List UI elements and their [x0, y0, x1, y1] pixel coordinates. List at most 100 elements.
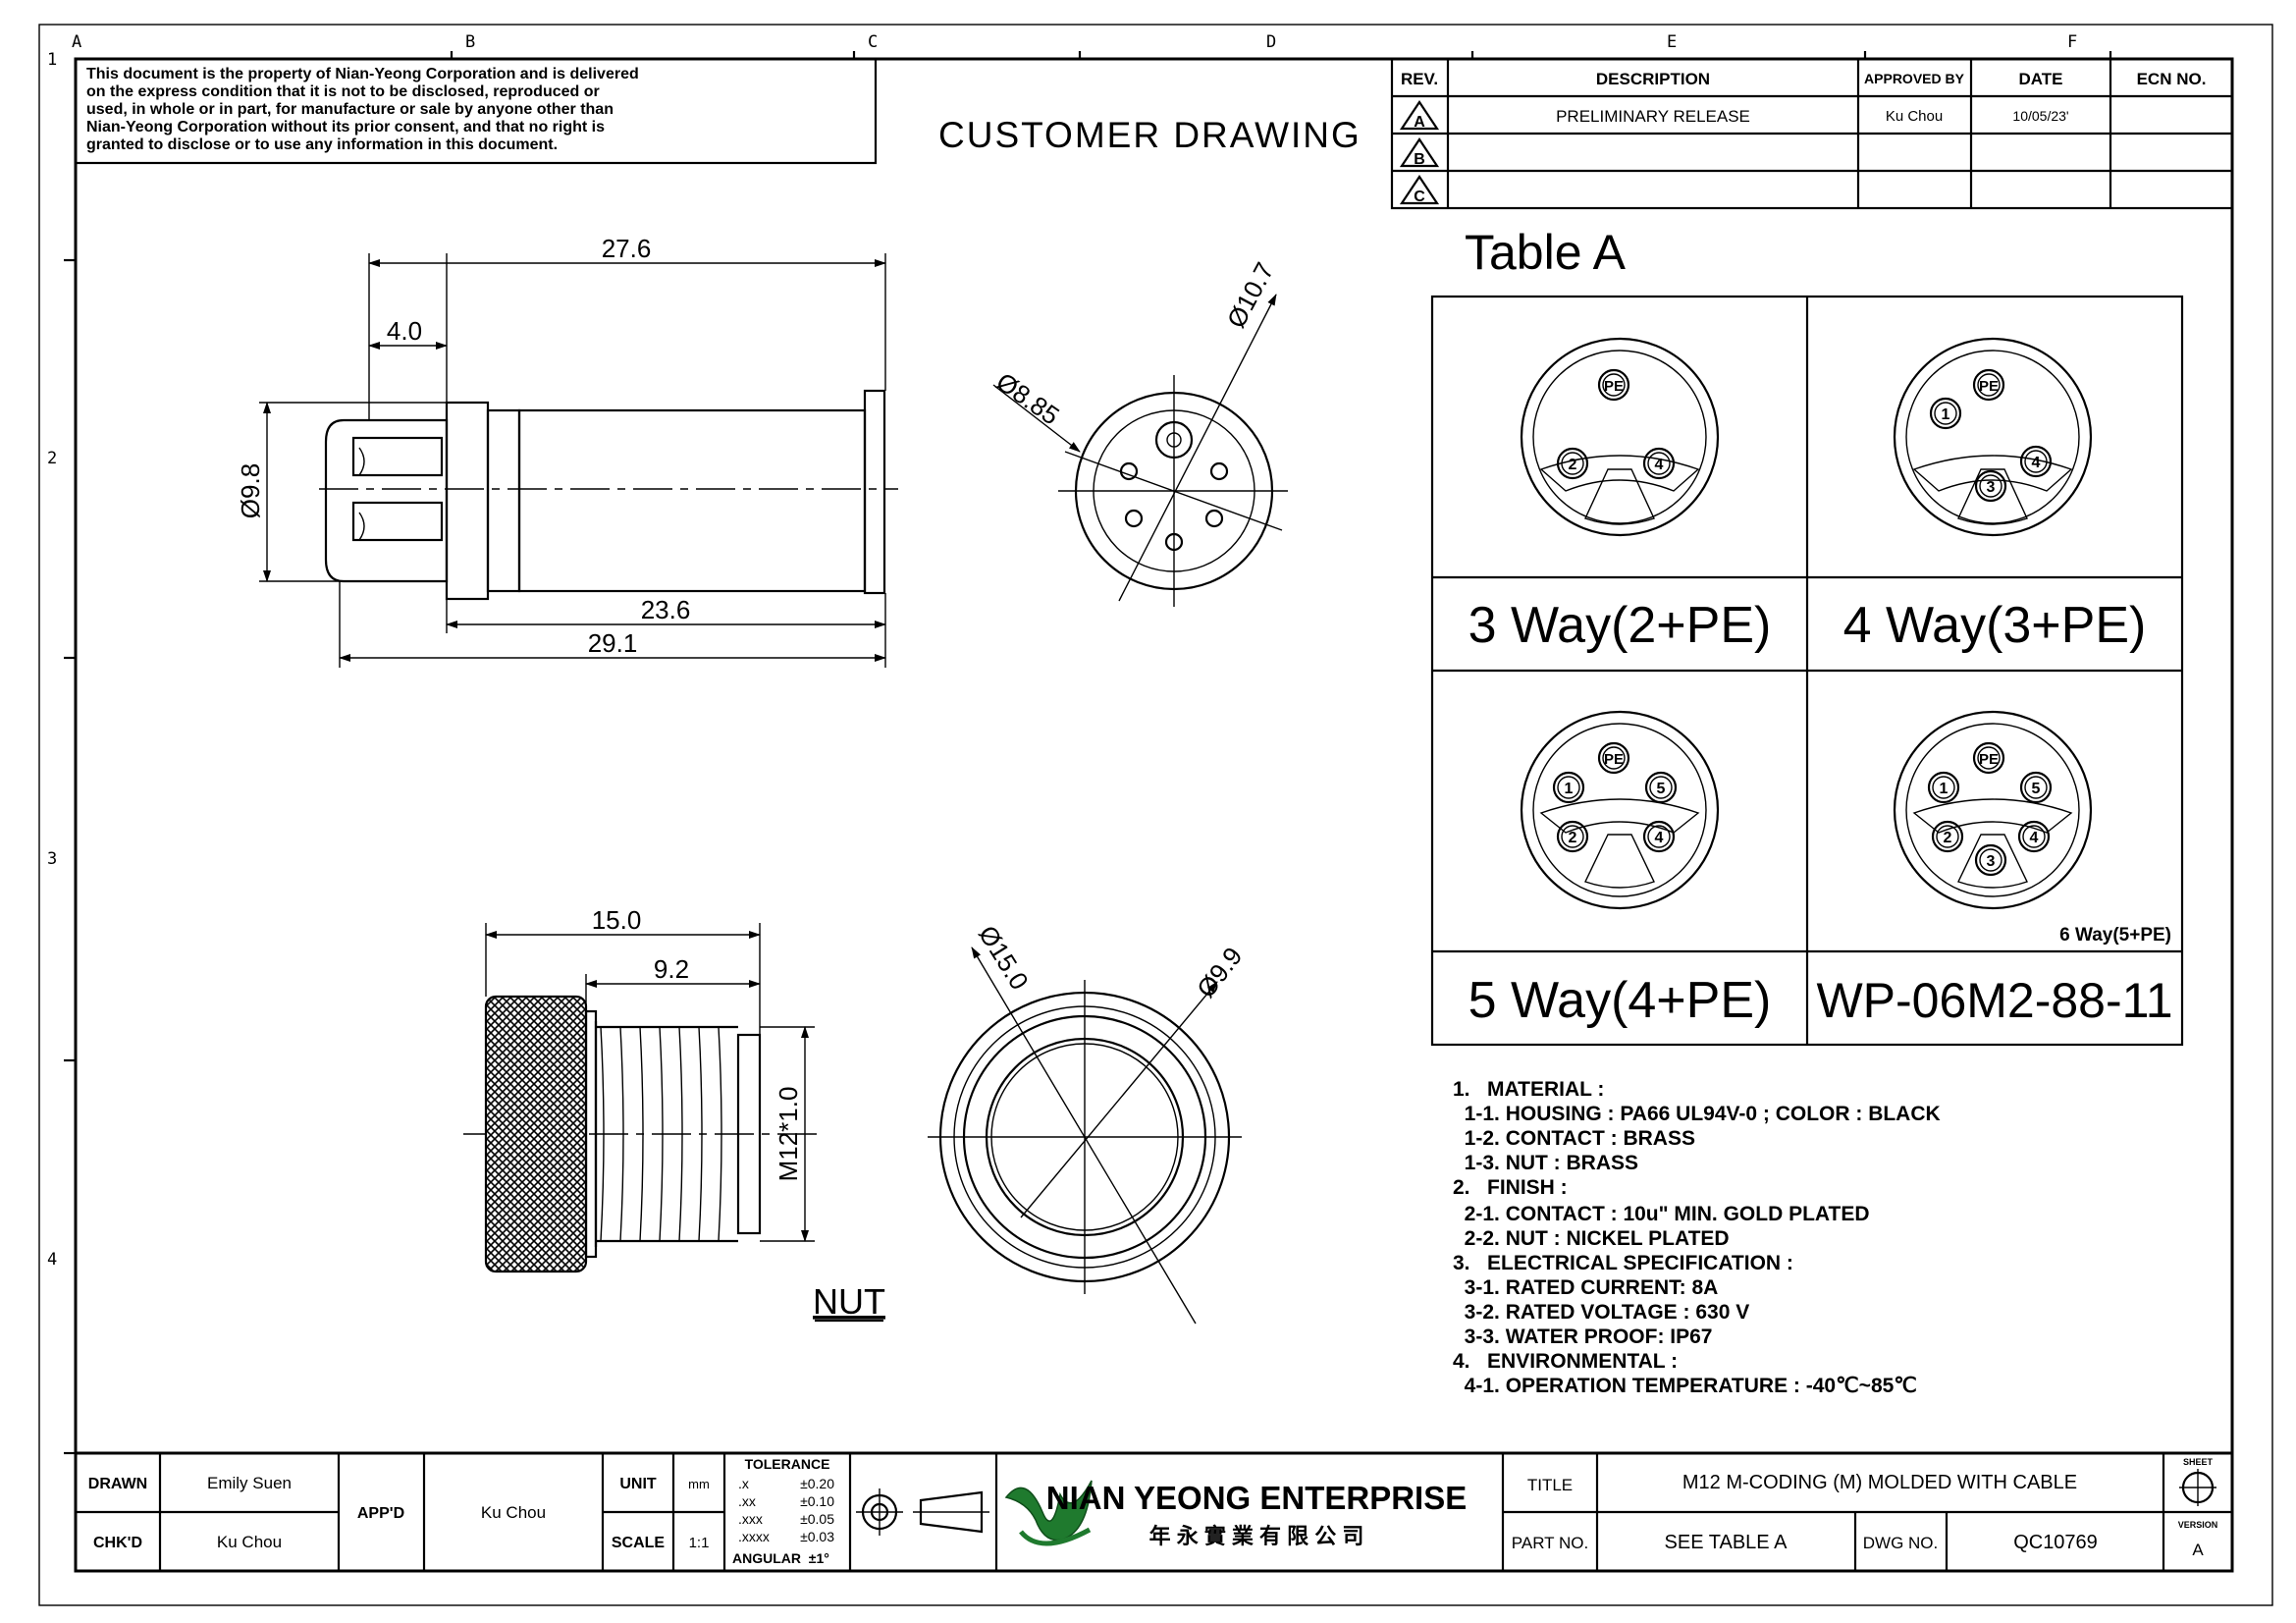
row-label-2: 2: [47, 449, 57, 468]
note-line: 2-2. NUT : NICKEL PLATED: [1453, 1227, 1730, 1250]
drawn-value: Emily Suen: [207, 1474, 292, 1492]
company-name-chinese: 年 永 實 業 有 限 公 司: [1149, 1524, 1364, 1548]
version-label: VERSION: [2178, 1520, 2218, 1530]
table-a: Table A PE 2 4 3 Way(2+PE): [1430, 225, 2184, 1047]
rev-a-approved: Ku Chou: [1886, 108, 1943, 125]
note-line: 2. FINISH :: [1453, 1176, 1568, 1199]
pin-5: 5: [2032, 781, 2041, 797]
note-line: 3. ELECTRICAL SPECIFICATION :: [1453, 1252, 1793, 1274]
dim-outer-diameter: Ø10.7: [1221, 257, 1280, 333]
note-line: 4-1. OPERATION TEMPERATURE : -40℃~85℃: [1453, 1375, 1917, 1397]
pinout-3-way: PE 2 4: [1520, 337, 1720, 537]
nut-front-view: Ø15.0 Ø9.9: [928, 920, 1248, 1325]
approved-by-header: APPROVED BY: [1864, 71, 1965, 86]
dim-pitch-diameter: Ø8.85: [991, 366, 1065, 430]
dim-thread-length: 9.2: [654, 954, 689, 984]
label-6-way: 6 Way(5+PE): [2059, 925, 2171, 946]
col-label-d: D: [1266, 32, 1276, 52]
tolerance-key: .xxx: [738, 1511, 763, 1527]
col-label-f: F: [2067, 32, 2077, 52]
chkd-label: CHK'D: [93, 1535, 142, 1551]
tolerance-value: ±0.03: [800, 1529, 834, 1544]
scale-value: 1:1: [689, 1535, 710, 1551]
pin-3: 3: [1987, 479, 1996, 496]
notice-line: on the express condition that it is not …: [86, 83, 600, 100]
tolerance-value: ±0.10: [800, 1493, 834, 1509]
pin-4: 4: [2032, 455, 2041, 471]
note-line: 3-1. RATED CURRENT: 8A: [1453, 1276, 1718, 1299]
grid-labels: A B C D E F 1 2 3 4: [47, 32, 2077, 1270]
thread-lines: [600, 1026, 722, 1242]
note-line: 1-2. CONTACT : BRASS: [1453, 1127, 1695, 1150]
note-line: 3-2. RATED VOLTAGE : 630 V: [1453, 1301, 1749, 1324]
ecn-header: ECN NO.: [2137, 70, 2207, 88]
dim-nut-length: 15.0: [592, 905, 642, 935]
revision-table: REV. DESCRIPTION APPROVED BY DATE ECN NO…: [1390, 57, 2234, 210]
rev-triangle-b: B: [1399, 137, 1440, 168]
dim-diameter: Ø9.8: [236, 463, 265, 518]
appd-value: Ku Chou: [481, 1503, 546, 1522]
dim-nut-length: 4.0: [387, 316, 422, 346]
drawing-title: CUSTOMER DRAWING: [938, 115, 1362, 155]
tolerance-angular: ANGULAR ±1°: [732, 1550, 829, 1566]
dim-body-length: 23.6: [641, 595, 691, 624]
label-5-way: 5 Way(4+PE): [1468, 972, 1772, 1029]
part-number-label: WP-06M2-88-11: [1816, 973, 2172, 1028]
tolerance-value: ±0.20: [800, 1476, 834, 1491]
notice-line: granted to disclose or to use any inform…: [86, 136, 558, 153]
unit-label: UNIT: [619, 1476, 657, 1492]
tolerance-key: .xx: [738, 1493, 756, 1509]
pin-pe: PE: [1979, 751, 1999, 768]
sheet-symbol-icon: [2179, 1469, 2216, 1506]
pin-2: 2: [1569, 457, 1577, 473]
company-logo-icon: [1004, 1480, 1093, 1546]
tolerance-key: .x: [738, 1476, 749, 1491]
pin-pe: PE: [1979, 378, 1999, 395]
rev-a-date: 10/05/23': [2012, 108, 2068, 124]
label-4-way: 4 Way(3+PE): [1843, 597, 2147, 654]
dim-thread-size: M12*1.0: [774, 1087, 803, 1182]
rev-b-label: B: [1414, 151, 1425, 168]
dim-overall-length: 27.6: [602, 234, 652, 263]
rev-header: REV.: [1401, 70, 1438, 88]
pin-2: 2: [1569, 830, 1577, 846]
pin-pe: PE: [1604, 378, 1624, 395]
tolerance-value: ±0.05: [800, 1511, 834, 1527]
tolerance-title: TOLERANCE: [745, 1456, 830, 1472]
connector-front-view: Ø10.7 Ø8.85: [991, 257, 1288, 607]
pin-1: 1: [1940, 781, 1949, 797]
tolerance-block: TOLERANCE .x ±0.20 .xx ±0.10 .xxx ±0.05 …: [732, 1456, 834, 1566]
pinout-6-way: PE 1 5 2 4 3: [1893, 710, 2093, 910]
dim-nut-inner: Ø9.9: [1191, 942, 1248, 1003]
appd-label: APP'D: [357, 1505, 404, 1522]
rev-triangle-c: C: [1399, 175, 1440, 205]
pin-1: 1: [1942, 406, 1950, 423]
part-value: SEE TABLE A: [1665, 1532, 1789, 1553]
version-value: A: [2192, 1541, 2204, 1559]
drawn-label: DRAWN: [88, 1476, 147, 1492]
col-label-a: A: [72, 32, 81, 52]
title-label: TITLE: [1527, 1476, 1573, 1494]
unit-value: mm: [688, 1477, 710, 1491]
notice-line: This document is the property of Nian-Ye…: [86, 66, 639, 82]
note-line: 1-3. NUT : BRASS: [1453, 1152, 1638, 1174]
rev-a-description: PRELIMINARY RELEASE: [1556, 107, 1750, 126]
col-label-c: C: [868, 32, 878, 52]
connector-side-view: 27.6 4.0 Ø9.8 23.6 29.1: [236, 234, 898, 668]
notice-line: used, in whole or in part, for manufactu…: [86, 101, 614, 118]
row-label-4: 4: [47, 1250, 57, 1270]
tolerance-key: .xxxx: [738, 1529, 770, 1544]
scale-label: SCALE: [612, 1535, 666, 1551]
col-label-b: B: [465, 32, 475, 52]
note-line: 2-1. CONTACT : 10u" MIN. GOLD PLATED: [1453, 1203, 1870, 1225]
pinout-4-way: PE 1 4 3: [1893, 337, 2093, 537]
dim-nut-outer: Ø15.0: [973, 920, 1035, 995]
nut-label: NUT: [813, 1281, 885, 1322]
pin-4: 4: [2030, 830, 2039, 846]
title-value: M12 M-CODING (M) MOLDED WITH CABLE: [1682, 1472, 2077, 1493]
col-label-e: E: [1667, 32, 1677, 52]
chkd-value: Ku Chou: [217, 1533, 282, 1551]
pin-pe: PE: [1604, 751, 1624, 768]
proprietary-notice: This document is the property of Nian-Ye…: [74, 57, 878, 165]
